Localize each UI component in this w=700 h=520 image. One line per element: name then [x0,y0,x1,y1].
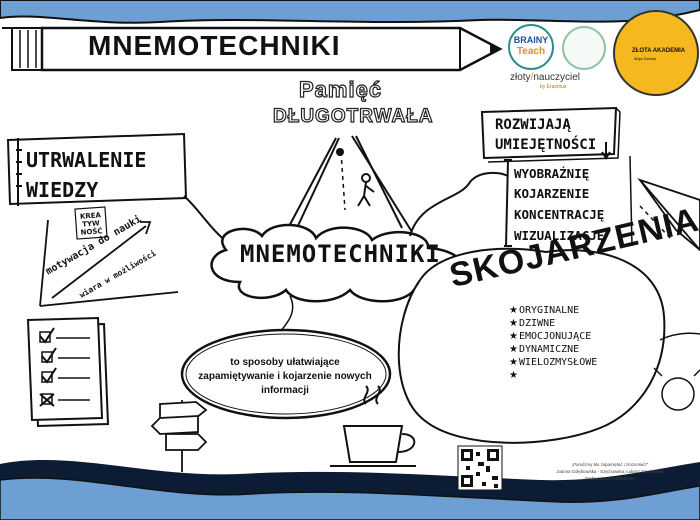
skill-item: KONCENTRACJĘ [514,207,605,222]
star-icon: ★ [509,331,518,342]
credit-line: „Pomóżmy Mu zapamiętać i zrozumieć!" [571,462,649,467]
climber-head [336,148,344,156]
skills-box [480,106,618,160]
center-topic: MNEMOTECHNIKI [240,240,441,268]
association-item: WIELOZMYSŁOWE [519,357,598,368]
star-icon: ★ [509,318,518,329]
associations-bubble [397,247,666,444]
association-item: ORYGINALNE [519,305,580,316]
star-icon: ★ [509,305,518,316]
teacher-brand: złoty/nauczyciel [510,72,580,83]
association-item: DYNAMICZNE [519,344,580,355]
qr-code-image [457,445,503,491]
top-wave [0,0,700,24]
credit-line: Wydawnictwo HARMONIA [584,476,636,481]
memory-tent [285,135,413,233]
brainy-logo-line2: Teach [516,46,546,57]
brainy-logo-line1: BRAINY [513,35,549,45]
zlota-akademia-badge [613,10,699,96]
light-bulb-doodle [653,367,700,411]
bottom-wave-blue [0,477,700,520]
definition-text: to sposoby ułatwiające zapamiętywanie i … [198,357,372,396]
memory-heading-line2: DŁUGOTRWAŁA [272,105,434,127]
star-icon: ★ [509,370,518,381]
akademia-sowa-logo [562,26,606,70]
coffee-cup-doodle [330,385,416,467]
brainy-teach-logo: BRAINY Teach [508,24,554,70]
stick-figure [357,173,375,207]
signpost-doodle [150,400,208,472]
teacher-brand-part2: nauczyciel [533,72,581,83]
teacher-brand-part1: złoty [510,72,531,83]
akademia-title: ZŁOTA AKADEMIA [632,48,686,54]
motivation-axes [39,219,179,307]
akademia-subtitle: Moja Szkoła [634,56,656,61]
association-item: EMOCJONUJĄCE [519,331,592,342]
consolidation-line1: UTRWALENIE [26,148,147,172]
consolidation-line2: WIEDZY [26,178,99,202]
skill-item: WYOBRAŹNIĘ [514,166,590,181]
creativity-label: KREA TYW NOŚĆ [79,211,103,236]
skill-item: WIZUALIZACJĘ [514,228,605,243]
paper-plane-doodle [637,178,700,252]
star-icon: ★ [509,344,518,355]
teacher-brand-slash: / [530,72,534,83]
skills-heading-line1: ROZWIJAJĄ [495,117,571,133]
memory-heading-line1: Pamięć [298,76,383,102]
skills-heading-line2: UMIEJĘTNOŚCI [495,137,597,153]
page-title: MNEMOTECHNIKI [88,30,341,61]
pencil-banner [2,26,503,72]
association-item: DZIWNE [519,318,556,329]
teacher-brand-sub: by Erasmus [540,84,567,90]
star-icon: ★ [509,357,518,368]
skill-item: KOJARZENIE [514,186,590,201]
definition-ellipse [180,328,392,420]
credit-line: Joanna Gołębiowska - Szychowska, Łukasz … [556,469,664,474]
